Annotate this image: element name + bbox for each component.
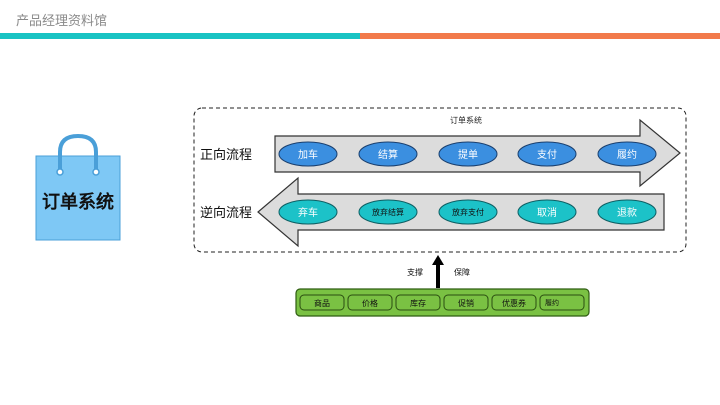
reverse-step-label: 退款 (617, 206, 637, 219)
forward-step-label: 结算 (378, 148, 398, 161)
reverse-step-3: 放弃支付 (438, 199, 498, 225)
module-chip-2: 价格 (347, 294, 393, 311)
forward-step-1: 加车 (278, 141, 338, 167)
order-system-frame (193, 107, 687, 253)
module-label: 促销 (458, 298, 474, 308)
module-chip-5: 优惠券 (491, 294, 537, 311)
module-label: 价格 (362, 298, 378, 308)
module-label: 优惠券 (502, 298, 526, 308)
forward-step-5: 履约 (597, 141, 657, 167)
page-header-title: 产品经理资料馆 (16, 14, 108, 29)
bag-label: 订单系统 (42, 192, 114, 213)
module-label: 商品 (314, 298, 330, 308)
module-chip-4: 促销 (443, 294, 489, 311)
reverse-step-4: 取消 (517, 199, 577, 225)
support-right-label: 保障 (454, 267, 470, 277)
reverse-step-label: 弃车 (298, 206, 318, 219)
forward-step-label: 支付 (537, 148, 557, 161)
forward-step-3: 提单 (438, 141, 498, 167)
reverse-flow-label: 逆向流程 (200, 205, 252, 221)
reverse-step-5: 退款 (597, 199, 657, 225)
reverse-step-2: 放弃结算 (358, 199, 418, 225)
support-left-label: 支撑 (407, 267, 423, 277)
forward-step-label: 加车 (298, 148, 318, 161)
reverse-step-1: 弃车 (278, 199, 338, 225)
forward-step-label: 履约 (617, 148, 637, 161)
reverse-step-label: 放弃结算 (372, 207, 404, 217)
header-accent-bar-orange (360, 33, 720, 39)
forward-step-label: 提单 (458, 149, 478, 161)
support-arrow-head (432, 255, 444, 265)
forward-step-4: 支付 (517, 141, 577, 167)
module-label: 库存 (410, 298, 426, 308)
module-chip-3: 库存 (395, 294, 441, 311)
shopping-bag-icon (35, 133, 121, 241)
frame-title: 订单系统 (450, 115, 482, 125)
reverse-step-label: 取消 (537, 206, 557, 219)
forward-flow-label: 正向流程 (200, 147, 252, 163)
module-chip-6: 履约 (539, 294, 585, 311)
module-chip-1: 商品 (299, 294, 345, 311)
header-accent-bar-teal (0, 33, 360, 39)
module-label: 履约 (545, 298, 559, 307)
forward-step-2: 结算 (358, 141, 418, 167)
reverse-step-label: 放弃支付 (452, 207, 484, 217)
